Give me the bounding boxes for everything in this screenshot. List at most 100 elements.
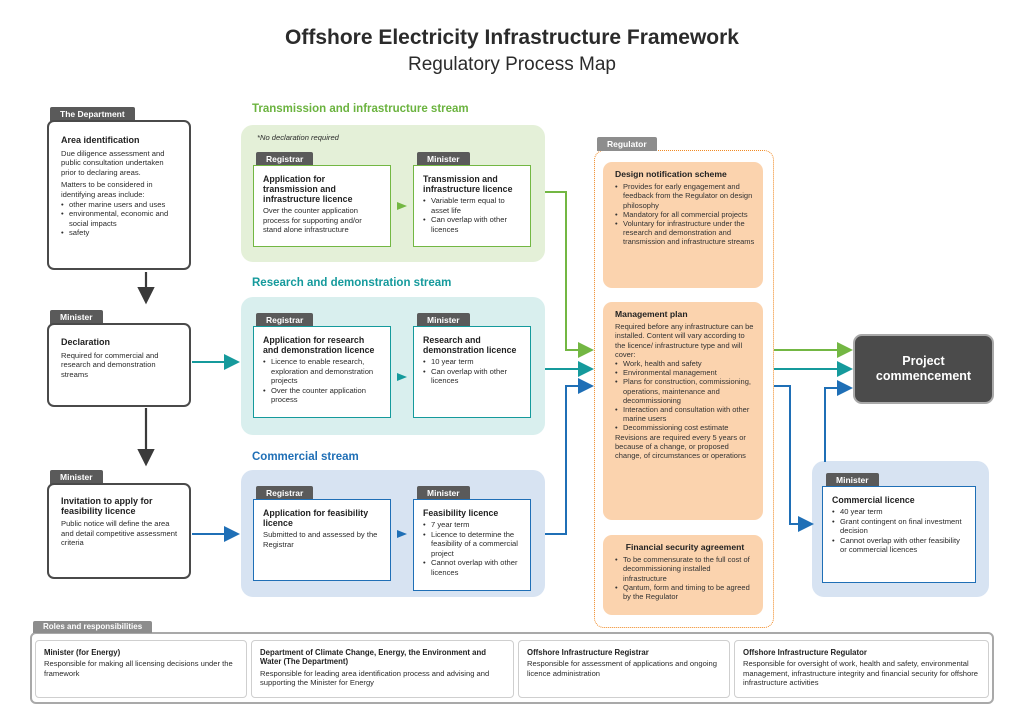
declaration-heading: Declaration (61, 337, 111, 347)
area-identification-box: Area identification Due diligence assess… (47, 120, 191, 270)
department-tag: The Department (50, 107, 135, 121)
page-title: Offshore Electricity Infrastructure Fram… (285, 26, 739, 49)
list-item: Cannot overlap with other feasibility or… (832, 536, 967, 555)
project-commencement-label: Project commencement (875, 354, 972, 383)
invitation-heading: Invitation to apply for feasibility lice… (61, 496, 153, 516)
list-item: Can overlap with other licences (423, 367, 522, 386)
role-title: Minister (for Energy) (44, 648, 121, 657)
role-text: Responsible for making all licensing dec… (44, 659, 233, 678)
feasibility-licence-heading: Feasibility licence (423, 508, 499, 518)
role-title: Department of Climate Change, Energy, th… (260, 648, 486, 667)
list-item: Over the counter application process (263, 386, 382, 405)
role-title: Offshore Infrastructure Registrar (527, 648, 649, 657)
transmission-stream-title: Transmission and infrastructure stream (252, 103, 469, 115)
list-item: Grant contingent on final investment dec… (832, 517, 967, 536)
role-department: Department of Climate Change, Energy, th… (251, 640, 514, 698)
transmission-application-box: Application for transmission and infrast… (253, 165, 391, 247)
list-item: Interaction and consultation with other … (615, 405, 755, 423)
research-licence-heading: Research and demonstration licence (423, 335, 517, 355)
role-text: Responsible for oversight of work, healt… (743, 659, 978, 688)
management-plan-intro: Required before any infrastructure can b… (615, 322, 754, 359)
research-application-heading: Application for research and demonstrati… (263, 335, 375, 355)
list-item: other marine users and uses (61, 200, 179, 210)
transmission-licence-heading: Transmission and infrastructure licence (423, 174, 513, 194)
transmission-registrar-tag: Registrar (256, 152, 314, 166)
design-notification-heading: Design notification scheme (615, 169, 727, 179)
list-item: To be commensurate to the full cost of d… (615, 555, 755, 583)
list-item: 40 year term (832, 507, 967, 517)
list-item: 7 year term (423, 520, 522, 530)
role-regulator: Offshore Infrastructure Regulator Respon… (734, 640, 989, 698)
feasibility-application-box: Application for feasibility licence Subm… (253, 499, 391, 581)
list-item: Qantum, form and timing to be agreed by … (615, 583, 755, 601)
feasibility-application-text: Submitted to and assessed by the Registr… (263, 530, 378, 549)
role-minister: Minister (for Energy) Responsible for ma… (35, 640, 247, 698)
list-item: Decommissioning cost estimate (615, 423, 755, 432)
arrow-transmission-inner (397, 202, 407, 210)
declaration-text: Required for commercial and research and… (61, 350, 159, 379)
arrow-regulator-to-commercial-licence (774, 385, 814, 532)
list-item: 10 year term (423, 357, 522, 367)
roles-tag: Roles and responsibilities (33, 621, 153, 633)
research-licence-box: Research and demonstration licence 10 ye… (413, 326, 531, 418)
role-text: Responsible for leading area identificat… (260, 668, 490, 688)
commercial-licence-minister-tag: Minister (826, 473, 879, 487)
list-item: Voluntary for infrastructure under the r… (615, 219, 755, 247)
transmission-application-text: Over the counter application process for… (263, 206, 362, 234)
commercial-minister-tag: Minister (417, 486, 470, 500)
role-text: Responsible for assessment of applicatio… (527, 659, 717, 678)
feasibility-application-heading: Application for feasibility licence (263, 508, 369, 528)
list-item: Environmental management (615, 368, 755, 377)
invitation-text: Public notice will define the area and d… (61, 519, 178, 548)
commercial-stream-title: Commercial stream (252, 451, 359, 463)
list-item: Plans for construction, commissioning, o… (615, 377, 755, 405)
feasibility-licence-box: Feasibility licence 7 year term Licence … (413, 499, 531, 591)
arrow-commercial-licence-to-project (824, 380, 853, 462)
commercial-licence-heading: Commercial licence (832, 495, 915, 505)
transmission-note: *No declaration required (257, 133, 339, 142)
project-commencement-box: Project commencement (853, 334, 994, 404)
list-item: Can overlap with other licences (423, 215, 522, 234)
research-application-box: Application for research and demonstrati… (253, 326, 391, 418)
design-notification-card: Design notification scheme Provides for … (603, 162, 763, 288)
list-item: Mandatory for all commercial projects (615, 210, 755, 219)
arrow-research-inner (397, 373, 407, 381)
management-plan-heading: Management plan (615, 309, 688, 319)
research-registrar-tag: Registrar (256, 313, 314, 327)
list-item: environmental, economic and social impac… (61, 209, 179, 228)
invitation-minister-tag: Minister (50, 470, 103, 484)
financial-security-card: Financial security agreement To be comme… (603, 535, 763, 615)
commercial-registrar-tag: Registrar (256, 486, 314, 500)
arrow-commercial-inner (397, 530, 407, 538)
list-item: Cannot overlap with other licences (423, 558, 522, 577)
role-title: Offshore Infrastructure Regulator (743, 648, 867, 657)
list-item: Licence to enable research, exploration … (263, 357, 382, 386)
declaration-minister-tag: Minister (50, 310, 103, 324)
list-item: Work, health and safety (615, 359, 755, 368)
area-identification-text: Due diligence assessment and public cons… (61, 148, 165, 177)
transmission-application-heading: Application for transmission and infrast… (263, 174, 353, 204)
financial-security-heading: Financial security agreement (625, 542, 745, 552)
area-identification-heading: Area identification (61, 135, 140, 145)
regulator-container (594, 150, 774, 628)
role-registrar: Offshore Infrastructure Registrar Respon… (518, 640, 730, 698)
arrow-commercial-to-regulator (545, 378, 594, 535)
transmission-licence-box: Transmission and infrastructure licence … (413, 165, 531, 247)
declaration-box: Declaration Required for commercial and … (47, 323, 191, 407)
transmission-minister-tag: Minister (417, 152, 470, 166)
area-identification-text-2: Matters to be considered in identifying … (61, 180, 153, 199)
page-subtitle: Regulatory Process Map (407, 54, 617, 75)
invitation-box: Invitation to apply for feasibility lice… (47, 483, 191, 579)
arrow-transmission-to-regulator (545, 191, 594, 358)
research-minister-tag: Minister (417, 313, 470, 327)
regulator-tag: Regulator (597, 137, 657, 151)
list-item: Variable term equal to asset life (423, 196, 522, 215)
list-item: safety (61, 228, 179, 238)
management-plan-card: Management plan Required before any infr… (603, 302, 763, 520)
research-stream-title: Research and demonstration stream (252, 277, 452, 289)
list-item: Provides for early engagement and feedba… (615, 182, 755, 210)
commercial-licence-box: Commercial licence 40 year term Grant co… (822, 486, 976, 583)
list-item: Licence to determine the feasibility of … (423, 530, 522, 559)
management-plan-outro: Revisions are required every 5 years or … (615, 432, 746, 461)
